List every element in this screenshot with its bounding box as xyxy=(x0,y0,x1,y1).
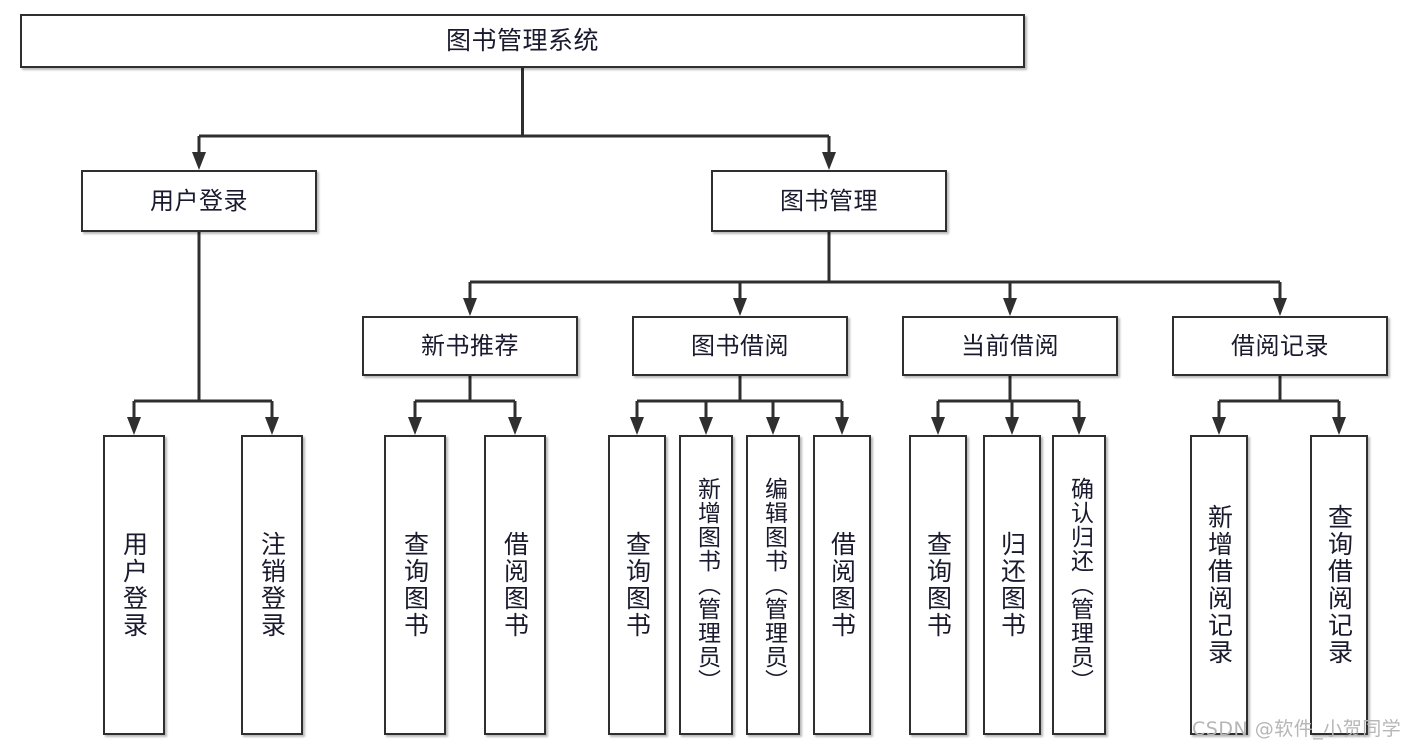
node-leaf-cb-confirm: 确认归还（管理员） xyxy=(1052,435,1106,735)
node-user-login: 用户登录 xyxy=(81,170,317,232)
node-leaf-cb-return: 归还图书 xyxy=(983,435,1041,735)
node-book-borrow: 图书借阅 xyxy=(632,316,848,376)
node-label-leaf-bb-borrow: 借阅图书 xyxy=(827,531,857,639)
node-label-leaf-rec-borrow: 借阅图书 xyxy=(500,531,530,639)
node-label-leaf-cb-return: 归还图书 xyxy=(997,531,1027,639)
node-label-new-book-rec: 新书推荐 xyxy=(421,331,519,360)
node-leaf-rec-query: 查询图书 xyxy=(384,435,446,735)
node-label-leaf-bb-add: 新增图书（管理员） xyxy=(693,477,720,693)
node-leaf-bb-borrow: 借阅图书 xyxy=(813,435,871,735)
node-leaf-br-add: 新增借阅记录 xyxy=(1190,435,1248,735)
node-label-user-login: 用户登录 xyxy=(150,186,248,215)
node-leaf-login: 用户登录 xyxy=(103,435,165,735)
node-leaf-br-query: 查询借阅记录 xyxy=(1310,435,1368,735)
node-label-leaf-bb-query: 查询图书 xyxy=(622,531,652,639)
node-leaf-logout: 注销登录 xyxy=(241,435,303,735)
node-label-root: 图书管理系统 xyxy=(445,26,599,56)
node-label-leaf-login: 用户登录 xyxy=(119,531,149,639)
node-label-leaf-br-add: 新增借阅记录 xyxy=(1204,504,1234,666)
node-label-leaf-logout: 注销登录 xyxy=(257,531,287,639)
node-book-manage: 图书管理 xyxy=(711,170,947,232)
node-label-book-borrow: 图书借阅 xyxy=(691,331,789,360)
csdn-watermark: CSDN @软件_小贺同学 xyxy=(1192,718,1402,740)
node-label-borrow-record: 借阅记录 xyxy=(1231,331,1329,360)
node-current-borrow: 当前借阅 xyxy=(902,316,1118,376)
node-leaf-bb-query: 查询图书 xyxy=(608,435,666,735)
node-leaf-bb-add: 新增图书（管理员） xyxy=(679,435,733,735)
node-root: 图书管理系统 xyxy=(20,14,1025,68)
node-label-current-borrow: 当前借阅 xyxy=(961,331,1059,360)
node-label-leaf-br-query: 查询借阅记录 xyxy=(1324,504,1354,666)
node-borrow-record: 借阅记录 xyxy=(1172,316,1388,376)
node-label-book-manage: 图书管理 xyxy=(780,186,878,215)
node-label-leaf-cb-query: 查询图书 xyxy=(923,531,953,639)
node-label-leaf-cb-confirm: 确认归还（管理员） xyxy=(1066,477,1093,693)
node-label-leaf-rec-query: 查询图书 xyxy=(400,531,430,639)
node-new-book-rec: 新书推荐 xyxy=(362,316,578,376)
node-leaf-rec-borrow: 借阅图书 xyxy=(484,435,546,735)
node-leaf-bb-edit: 编辑图书（管理员） xyxy=(746,435,800,735)
node-label-leaf-bb-edit: 编辑图书（管理员） xyxy=(760,477,787,693)
node-leaf-cb-query: 查询图书 xyxy=(909,435,967,735)
